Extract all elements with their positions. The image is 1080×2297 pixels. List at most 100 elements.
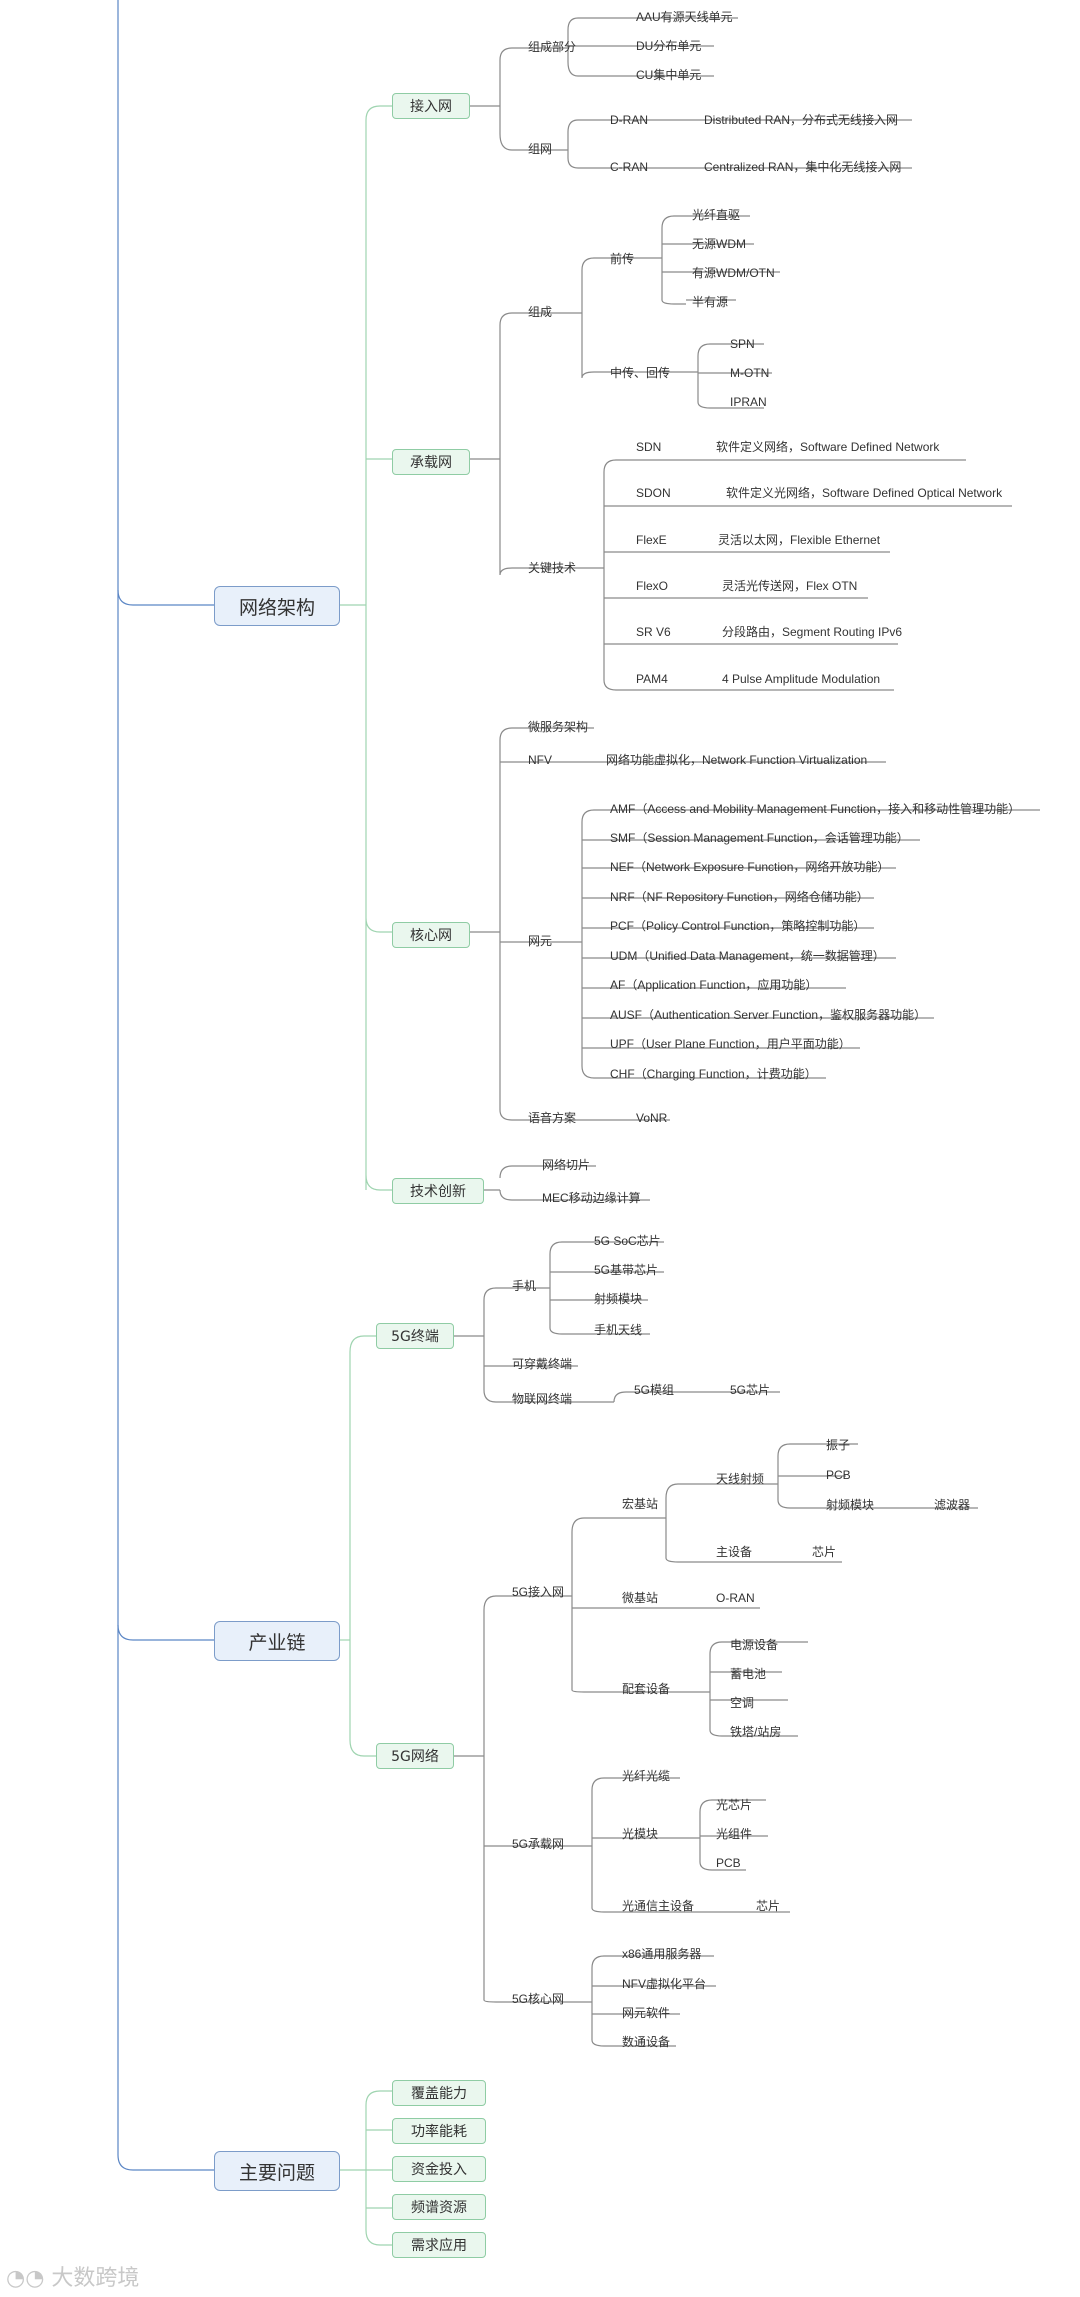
branch-bearer-network[interactable]: 承载网 xyxy=(392,449,470,475)
node-pam4[interactable]: PAM4 xyxy=(636,672,668,686)
branch-coverage[interactable]: 覆盖能力 xyxy=(392,2080,486,2106)
node-ausf[interactable]: AUSF（Authentication Server Function，鉴权服务… xyxy=(610,1008,927,1022)
node-networking[interactable]: 组网 xyxy=(528,142,553,156)
node-chip[interactable]: 芯片 xyxy=(812,1545,837,1559)
node-vonr[interactable]: VoNR xyxy=(636,1111,668,1125)
root-network-architecture[interactable]: 网络架构 xyxy=(214,586,340,626)
node-fiber-cable[interactable]: 光纤光缆 xyxy=(622,1769,671,1783)
node-5g-soc[interactable]: 5G SoC芯片 xyxy=(594,1234,661,1248)
node-dran-desc[interactable]: Distributed RAN，分布式无线接入网 xyxy=(704,113,899,127)
node-antenna-rf[interactable]: 天线射频 xyxy=(716,1472,765,1486)
node-rf-module[interactable]: 射频模块 xyxy=(826,1498,875,1512)
node-cran[interactable]: C-RAN xyxy=(610,160,648,174)
node-srv6[interactable]: SR V6 xyxy=(636,625,671,639)
node-smf[interactable]: SMF（Session Management Function，会话管理功能） xyxy=(610,831,909,845)
root-industry-chain[interactable]: 产业链 xyxy=(214,1621,340,1661)
node-pcf[interactable]: PCF（Policy Control Function，策略控制功能） xyxy=(610,919,866,933)
node-mec[interactable]: MEC移动边缘计算 xyxy=(542,1191,641,1205)
node-cran-desc[interactable]: Centralized RAN，集中化无线接入网 xyxy=(704,160,902,174)
branch-funding[interactable]: 资金投入 xyxy=(392,2156,486,2182)
node-5g-baseband[interactable]: 5G基带芯片 xyxy=(594,1263,659,1277)
node-macro-bs[interactable]: 宏基站 xyxy=(622,1497,659,1511)
node-optical-component[interactable]: 光组件 xyxy=(716,1827,753,1841)
node-sdn-desc[interactable]: 软件定义网络，Software Defined Network xyxy=(716,440,940,454)
node-tower[interactable]: 铁塔/站房 xyxy=(730,1725,782,1739)
node-pcb-optical[interactable]: PCB xyxy=(716,1856,741,1870)
node-dran[interactable]: D-RAN xyxy=(610,113,648,127)
node-optical-chip[interactable]: 光芯片 xyxy=(716,1798,753,1812)
node-micro-bs[interactable]: 微基站 xyxy=(622,1591,659,1605)
node-air-conditioner[interactable]: 空调 xyxy=(730,1696,755,1710)
node-composition[interactable]: 组成 xyxy=(528,305,553,319)
node-filter[interactable]: 滤波器 xyxy=(934,1498,971,1512)
root-main-issues[interactable]: 主要问题 xyxy=(214,2151,340,2191)
branch-core-network[interactable]: 核心网 xyxy=(392,922,470,948)
node-optical-module[interactable]: 光模块 xyxy=(622,1827,659,1841)
node-components[interactable]: 组成部分 xyxy=(528,40,577,54)
node-srv6-desc[interactable]: 分段路由，Segment Routing IPv6 xyxy=(722,625,903,639)
node-5g-chip[interactable]: 5G芯片 xyxy=(730,1383,771,1397)
node-ipran[interactable]: IPRAN xyxy=(730,395,767,409)
node-key-tech[interactable]: 关键技术 xyxy=(528,561,577,575)
node-chf[interactable]: CHF（Charging Function，计费功能） xyxy=(610,1067,817,1081)
node-nrf[interactable]: NRF（NF Repository Function，网络仓储功能） xyxy=(610,890,869,904)
branch-5g-terminal[interactable]: 5G终端 xyxy=(376,1323,454,1349)
node-nef[interactable]: NEF（Network Exposure Function，网络开放功能） xyxy=(610,860,890,874)
node-rf-module-phone[interactable]: 射频模块 xyxy=(594,1292,643,1306)
node-5g-ran[interactable]: 5G接入网 xyxy=(512,1585,565,1599)
node-main-equipment[interactable]: 主设备 xyxy=(716,1545,753,1559)
node-pam4-desc[interactable]: 4 Pulse Amplitude Modulation xyxy=(722,672,881,686)
node-microservice[interactable]: 微服务架构 xyxy=(528,720,589,734)
node-nfv-desc[interactable]: 网络功能虚拟化，Network Function Virtualization xyxy=(606,753,868,767)
node-cu[interactable]: CU集中单元 xyxy=(636,68,702,82)
node-voice-solution[interactable]: 语音方案 xyxy=(528,1111,577,1125)
node-af[interactable]: AF（Application Function，应用功能） xyxy=(610,978,818,992)
node-sdon[interactable]: SDON xyxy=(636,486,671,500)
node-semi-active[interactable]: 半有源 xyxy=(692,295,729,309)
node-power-equipment[interactable]: 电源设备 xyxy=(730,1638,779,1652)
node-sdon-desc[interactable]: 软件定义光网络，Software Defined Optical Network xyxy=(726,486,1003,500)
node-wearable[interactable]: 可穿戴终端 xyxy=(512,1357,573,1371)
node-pcb[interactable]: PCB xyxy=(826,1468,851,1482)
branch-access-network[interactable]: 接入网 xyxy=(392,93,470,119)
node-flexo[interactable]: FlexO xyxy=(636,579,669,593)
node-ne-software[interactable]: 网元软件 xyxy=(622,2006,671,2020)
node-5g-core[interactable]: 5G核心网 xyxy=(512,1992,565,2006)
node-du[interactable]: DU分布单元 xyxy=(636,39,702,53)
node-aau[interactable]: AAU有源天线单元 xyxy=(636,10,733,24)
node-chip-optical[interactable]: 芯片 xyxy=(756,1899,781,1913)
node-flexe[interactable]: FlexE xyxy=(636,533,667,547)
node-x86-server[interactable]: x86通用服务器 xyxy=(622,1947,702,1961)
branch-spectrum[interactable]: 频谱资源 xyxy=(392,2194,486,2220)
branch-demand[interactable]: 需求应用 xyxy=(392,2232,486,2258)
node-iot-terminal[interactable]: 物联网终端 xyxy=(512,1392,573,1406)
branch-tech-innovation[interactable]: 技术创新 xyxy=(392,1178,484,1204)
node-5g-transport[interactable]: 5G承载网 xyxy=(512,1837,565,1851)
node-passive-wdm[interactable]: 无源WDM xyxy=(692,237,746,251)
node-spn[interactable]: SPN xyxy=(730,337,755,351)
node-active-wdm[interactable]: 有源WDM/OTN xyxy=(692,266,775,280)
branch-power[interactable]: 功率能耗 xyxy=(392,2118,486,2144)
branch-5g-network[interactable]: 5G网络 xyxy=(376,1743,454,1769)
node-flexo-desc[interactable]: 灵活光传送网，Flex OTN xyxy=(722,579,858,593)
node-datacom[interactable]: 数通设备 xyxy=(622,2035,671,2049)
node-udm[interactable]: UDM（Unified Data Management，统一数据管理） xyxy=(610,949,885,963)
node-upf[interactable]: UPF（User Plane Function，用户平面功能） xyxy=(610,1037,851,1051)
node-5g-module[interactable]: 5G模组 xyxy=(634,1383,675,1397)
node-network-element[interactable]: 网元 xyxy=(528,934,553,948)
node-m-otn[interactable]: M-OTN xyxy=(730,366,770,380)
node-midhaul[interactable]: 中传、回传 xyxy=(610,366,671,380)
node-fronthaul[interactable]: 前传 xyxy=(610,252,635,266)
node-flexe-desc[interactable]: 灵活以太网，Flexible Ethernet xyxy=(718,533,881,547)
node-optical-main-equipment[interactable]: 光通信主设备 xyxy=(622,1899,695,1913)
node-sdn[interactable]: SDN xyxy=(636,440,662,454)
node-support-equipment[interactable]: 配套设备 xyxy=(622,1682,671,1696)
node-fiber-direct[interactable]: 光纤直驱 xyxy=(692,208,741,222)
node-phone[interactable]: 手机 xyxy=(512,1279,537,1293)
node-o-ran[interactable]: O-RAN xyxy=(716,1591,755,1605)
node-battery[interactable]: 蓄电池 xyxy=(730,1667,767,1681)
node-amf[interactable]: AMF（Access and Mobility Management Funct… xyxy=(610,802,1021,816)
node-phone-antenna[interactable]: 手机天线 xyxy=(594,1323,643,1337)
node-dipole[interactable]: 振子 xyxy=(826,1438,851,1452)
node-network-slicing[interactable]: 网络切片 xyxy=(542,1158,591,1172)
